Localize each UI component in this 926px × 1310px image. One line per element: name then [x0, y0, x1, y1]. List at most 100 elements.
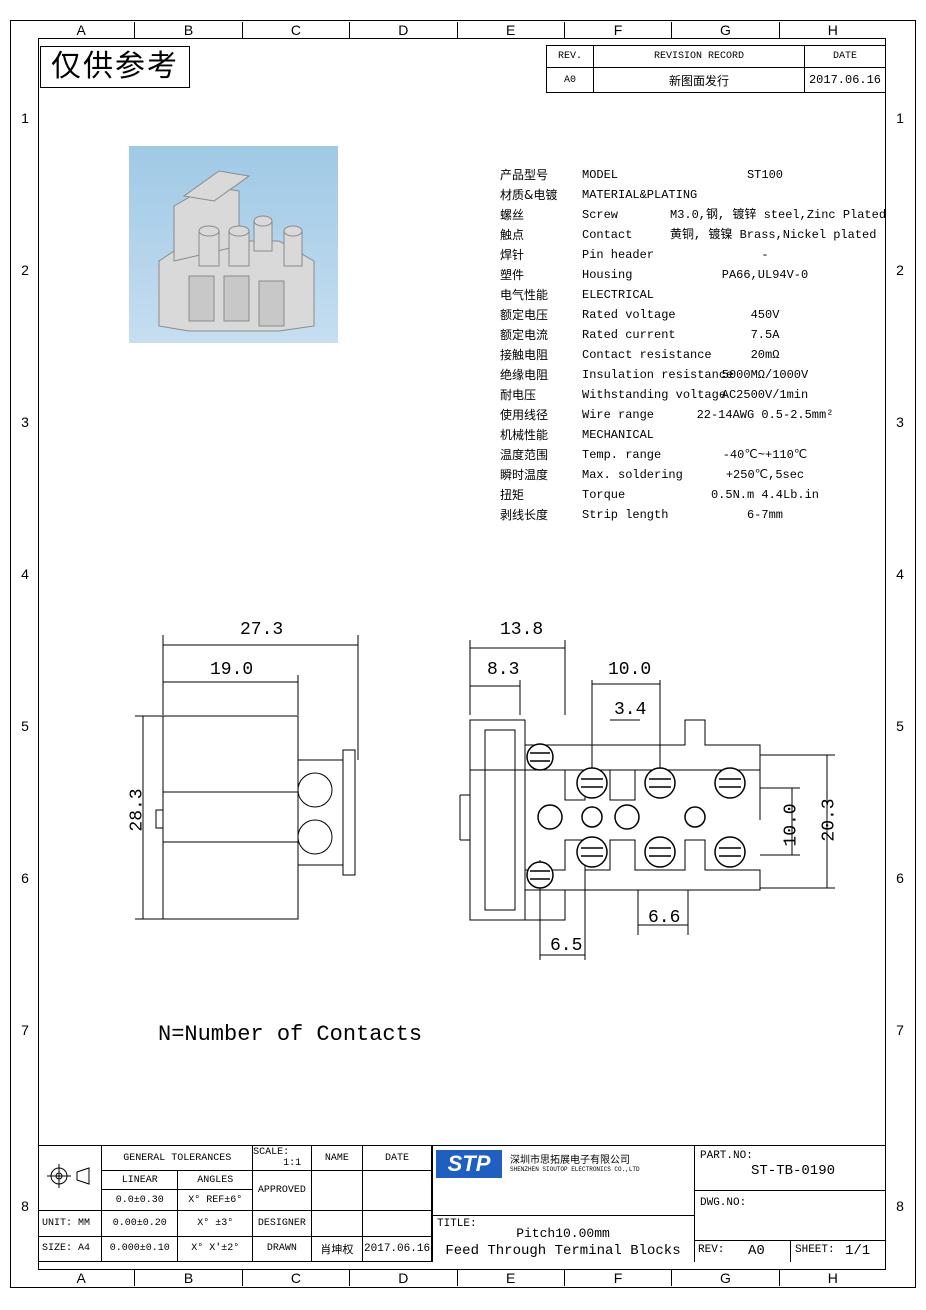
side-view-drawing [135, 635, 359, 920]
spec-cn: 温度范围 [500, 448, 549, 462]
title-line-2: Feed Through Terminal Blocks [445, 1243, 681, 1259]
spec-cn: 电气性能 [500, 288, 549, 302]
sheet-label: SHEET: [795, 1244, 835, 1256]
spec-en: ELECTRICAL [582, 288, 655, 302]
spec-en: Rated current [582, 328, 676, 342]
dim-inner-height: 10.0 [781, 803, 802, 847]
spec-cn: 触点 [500, 228, 525, 242]
spec-en: Strip length [582, 508, 669, 522]
row-6-left: 6 [21, 870, 29, 886]
outer-frame [10, 20, 916, 1288]
row-3-left: 3 [21, 414, 29, 430]
spec-val: -40℃~+110℃ [722, 448, 808, 462]
row-7-left: 7 [21, 1022, 29, 1038]
spec-en: Screw [582, 208, 619, 222]
tb-rev-divider [790, 1240, 791, 1262]
spec-en: MECHANICAL [582, 428, 655, 442]
spec-cn: 使用线径 [500, 408, 549, 422]
spec-en: Wire range [582, 408, 655, 422]
dim-side-width-2: 19.0 [210, 660, 254, 680]
spec-cn: 接触电阻 [500, 348, 549, 362]
row-8-left: 8 [21, 1198, 29, 1214]
spec-cn: 螺丝 [500, 208, 525, 222]
spec-en: Withstanding voltage [582, 388, 727, 402]
part-no-label: PART.NO: [700, 1150, 753, 1162]
spec-en: Max. soldering [582, 468, 683, 482]
title-label: TITLE: [437, 1218, 477, 1230]
row-5-left: 5 [21, 718, 29, 734]
dim-offset: 6.5 [550, 936, 583, 956]
spec-val: +250℃,5sec [725, 468, 805, 482]
spec-val: 0.5N.m 4.4Lb.in [710, 488, 820, 502]
dim-slot: 3.4 [614, 700, 647, 720]
spec-en: Temp. range [582, 448, 662, 462]
title-block-left: GENERAL TOLERANCES SCALE:1:1 NAME DATE L… [38, 1144, 432, 1263]
rev-value: A0 [748, 1243, 765, 1259]
spec-cn: 机械性能 [500, 428, 549, 442]
row-6-right: 6 [896, 870, 904, 886]
spec-en: Rated voltage [582, 308, 676, 322]
company-logo: STP [436, 1150, 502, 1178]
spec-en: MODEL [582, 168, 619, 182]
row-1-left: 1 [21, 110, 29, 126]
spec-en: Contact [582, 228, 633, 242]
spec-cn: 焊针 [500, 248, 525, 262]
front-view-drawing [459, 640, 835, 960]
spec-val: - [761, 248, 769, 262]
reference-only-stamp: 仅供参考 [40, 46, 190, 88]
dim-front-height: 20.3 [819, 798, 840, 842]
spec-en: Torque [582, 488, 626, 502]
spec-en: Insulation resistance [582, 368, 734, 382]
spec-en: MATERIAL&PLATING [582, 188, 698, 202]
dim-front-width: 13.8 [500, 620, 544, 640]
row-2-right: 2 [896, 262, 904, 278]
contacts-note: N=Number of Contacts [158, 1022, 423, 1047]
tb-divider-2 [694, 1145, 695, 1262]
part-no: ST-TB-0190 [750, 1163, 835, 1179]
dwg-no-label: DWG.NO: [700, 1197, 747, 1209]
spec-cn: 额定电流 [500, 328, 549, 342]
spec-en: Housing [582, 268, 633, 282]
spec-val: 22-14AWG 0.5-2.5mm² [696, 408, 834, 422]
dim-gap: 6.6 [648, 908, 681, 928]
terminal-block-illustration [158, 170, 315, 332]
spec-cn: 耐电压 [500, 388, 537, 402]
row-4-right: 4 [896, 566, 904, 582]
spec-val: 20mΩ [750, 348, 780, 362]
tb-divider-1 [432, 1145, 433, 1262]
spec-val: 7.5A [750, 328, 780, 342]
company-name-cn: 深圳市思拓展电子有限公司 [510, 1155, 630, 1166]
tb-title-line [432, 1215, 694, 1216]
inner-frame [38, 38, 886, 1270]
row-2-left: 2 [21, 262, 29, 278]
dim-pitch: 10.0 [608, 660, 652, 680]
spec-val: AC2500V/1min [721, 388, 809, 402]
dim-front-width-2: 8.3 [487, 660, 520, 680]
title-block-top-line [38, 1145, 886, 1146]
projection-symbol-icon [38, 1144, 103, 1212]
tb-part-line [694, 1190, 886, 1191]
spec-val: ST100 [746, 168, 783, 182]
company-name-en: SHENZHEN SIOUTOP ELECTRONICS CO.,LTD [510, 1166, 640, 1173]
title-line-1: Pitch10.00mm [516, 1226, 610, 1241]
spec-val: 6-7mm [746, 508, 783, 522]
spec-cn: 塑件 [500, 268, 525, 282]
row-1-right: 1 [896, 110, 904, 126]
spec-en: Contact resistance [582, 348, 712, 362]
dim-side-width: 27.3 [240, 620, 284, 640]
spec-en: Pin header [582, 248, 655, 262]
sheet-value: 1/1 [845, 1243, 871, 1259]
spec-cn: 扭矩 [500, 488, 525, 502]
dim-side-height: 28.3 [127, 788, 148, 832]
row-3-right: 3 [896, 414, 904, 430]
row-5-right: 5 [896, 718, 904, 734]
spec-cn: 瞬时温度 [500, 468, 549, 482]
row-8-right: 8 [896, 1198, 904, 1214]
spec-val: M3.0,钢, 镀锌 steel,Zinc Plated [670, 208, 887, 222]
spec-cn: 绝缘电阻 [500, 368, 549, 382]
product-photo [129, 146, 338, 343]
spec-val: PA66,UL94V-0 [721, 268, 809, 282]
